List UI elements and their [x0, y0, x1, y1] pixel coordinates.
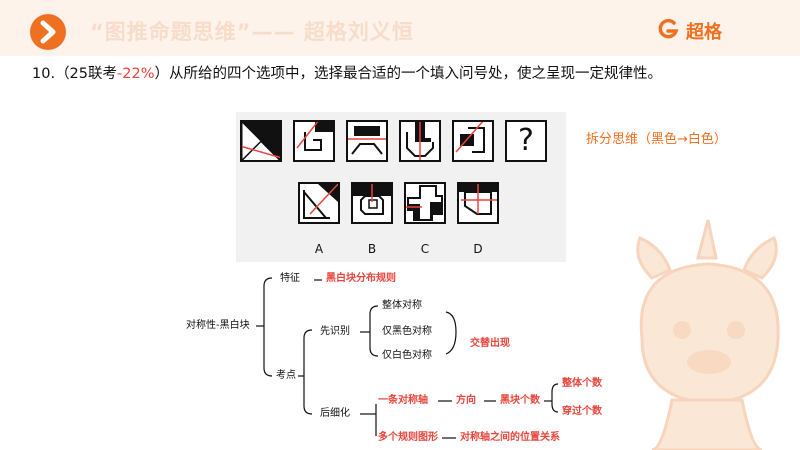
question-text: 10.（25联考-22%）从所给的四个选项中，选择最合适的一个填入问号处，使之呈…: [32, 62, 662, 83]
mm-identify-item-2: 仅黑色对称: [382, 326, 432, 337]
mind-map-connectors: [256, 277, 559, 439]
mm-identify-item-3: 仅白色对称: [382, 350, 432, 361]
brand-logo-icon: [658, 18, 679, 39]
mm-identify: 先识别: [320, 326, 350, 337]
option-c-cell[interactable]: [404, 182, 446, 224]
option-label-d: D: [473, 242, 483, 256]
question-cell-4: [399, 120, 441, 162]
question-source-suffix: ）: [154, 66, 169, 82]
mm-whole-count: 整体个数: [562, 378, 602, 389]
mm-through-count: 穿过个数: [562, 406, 602, 417]
option-label-a: A: [314, 242, 324, 256]
mm-axis-relation: 对称轴之间的位置关系: [460, 432, 560, 443]
question-cell-5: [452, 120, 494, 162]
question-cell-1: [240, 120, 282, 162]
mm-multi-shapes: 多个规则图形: [378, 432, 438, 443]
question-number: 10.: [32, 66, 56, 82]
mm-exam-point: 考点: [276, 370, 296, 381]
next-arrow-icon[interactable]: [30, 14, 66, 50]
mm-one-axis: 一条对称轴: [378, 395, 428, 406]
option-label-c: C: [420, 242, 430, 256]
option-d-cell[interactable]: [457, 182, 499, 224]
mm-feature-label: 特征: [280, 273, 300, 284]
header-bar: [0, 0, 800, 56]
mind-map: 对称性-黑白块 特征 黑白块分布规则 考点 先识别 整体对称 仅黑色对称 仅白色…: [184, 264, 614, 450]
slide-header-title: “图推命题思维”—— 超格刘义恒: [90, 20, 414, 44]
question-body: 从所给的四个选项中，选择最合适的一个填入问号处，使之呈现一定规律性。: [168, 66, 662, 82]
option-label-b: B: [367, 242, 377, 256]
question-source-prefix: （25联考: [55, 66, 118, 82]
mm-feature-value: 黑白块分布规则: [326, 273, 396, 284]
question-correct-rate: -22%: [117, 66, 155, 82]
option-b-cell[interactable]: [351, 182, 393, 224]
puzzle-figure: ? A B C: [236, 112, 566, 262]
mm-identify-item-1: 整体对称: [382, 300, 422, 311]
mm-refine: 后细化: [320, 408, 350, 419]
unicorn-mascot-icon: [636, 219, 780, 450]
question-mark-cell: ?: [505, 120, 547, 162]
mm-root: 对称性-黑白块: [186, 320, 250, 331]
hint-note: 拆分思维（黑色→白色）: [586, 132, 727, 147]
option-a-cell[interactable]: [298, 182, 340, 224]
question-cell-3: [346, 120, 388, 162]
mm-black-count: 黑块个数: [500, 395, 540, 406]
brand-name: 超格: [686, 22, 722, 43]
question-cell-2: [293, 120, 335, 162]
mm-alternate: 交替出现: [470, 338, 510, 349]
question-mark: ?: [518, 123, 534, 158]
mm-direction: 方向: [456, 395, 476, 406]
